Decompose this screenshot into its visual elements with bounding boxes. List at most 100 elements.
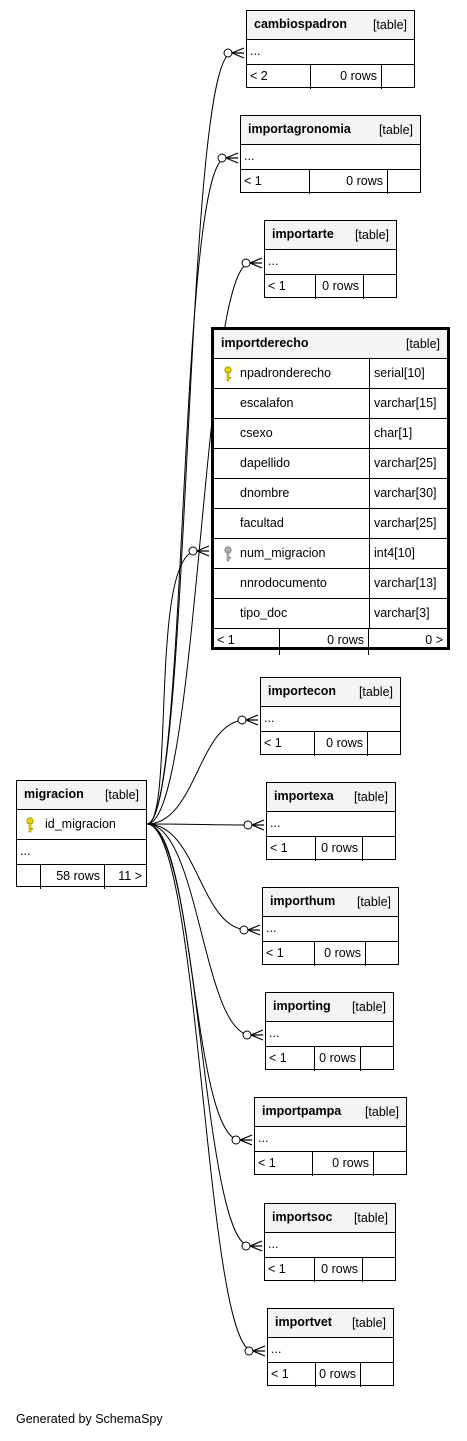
column-row-npadronderecho[interactable]: npadronderecho serial[10] [214,359,447,389]
table-name[interactable]: importagronomia [248,122,351,136]
more-columns: ... [241,145,420,170]
optional-marker-importsoc [241,1241,251,1251]
footer-parents-cell[interactable]: < 1 [255,1152,313,1176]
table-name[interactable]: importing [273,999,331,1013]
table-name[interactable]: importarte [272,227,334,241]
table-name[interactable]: migracion [24,787,84,801]
parents-count: < 1 [244,174,262,188]
footer-parents-cell[interactable]: < 1 [265,275,316,299]
row-count: 0 rows [332,1156,369,1170]
column-row-dnombre[interactable]: dnombre varchar[30] [214,479,447,509]
optional-marker-importhum [239,925,249,935]
table-header: importing [table] [266,993,393,1022]
column-type: varchar[15] [369,389,449,418]
relationship-line-importing [146,823,252,1036]
table-importderecho[interactable]: importderecho [table] npadronderecho seri… [211,327,450,655]
table-footer: < 1 0 rows [263,942,398,966]
optional-marker-importpampa [231,1135,241,1145]
table-kind: [table] [353,790,388,804]
row-count: 0 rows [340,69,377,83]
table-kind: [table] [353,1211,388,1225]
column-type: serial[10] [369,359,449,388]
column-name: dapellido [240,456,291,470]
column-name: npadronderecho [240,366,332,380]
column-name: escalafon [240,396,294,410]
footer-parents-cell[interactable]: < 1 [268,1363,316,1387]
ellipsis-text: ... [250,44,261,58]
table-name[interactable]: importecon [268,684,337,698]
footer-children-cell [366,942,398,966]
footer-parents-cell[interactable]: < 1 [266,1047,315,1071]
table-migracion[interactable]: migracion [table] id_migracion ... 58 ro… [16,780,147,889]
table-name[interactable]: importexa [274,789,334,803]
table-header: importarte[table] [265,221,396,250]
many-marker-importsoc [249,1240,263,1252]
many-marker-importing [250,1029,264,1041]
footer-parents-cell[interactable]: < 1 [265,1258,315,1282]
row-count: 0 rows [322,279,359,293]
footer-parents-cell[interactable]: < 1 [214,629,280,655]
table-kind: [table] [104,788,139,802]
optional-marker-cambiospadron [223,48,233,58]
table-name[interactable]: cambiospadron [254,17,348,31]
more-columns: ... [268,1338,393,1363]
footer-parents-cell[interactable]: < 1 [241,170,310,194]
row-count: 0 rows [319,1051,356,1065]
ellipsis-text: ... [264,711,275,725]
table-header: importecon[table] [261,678,400,707]
column-name: dnombre [240,486,290,500]
footer-parents-cell[interactable]: < 1 [263,942,315,966]
ellipsis-text: ... [266,921,277,935]
relationship-line-importvet [146,823,254,1352]
column-type: varchar[30] [369,479,449,508]
table-kind: [table] [405,337,440,351]
column-row-escalafon[interactable]: escalafon varchar[15] [214,389,447,419]
table-name[interactable]: importvet [275,1315,332,1329]
footer-rows-cell: 0 rows [315,942,366,966]
table-name[interactable]: importderecho [221,336,309,350]
row-count: 0 rows [321,841,358,855]
table-name[interactable]: importpampa [262,1104,342,1118]
footer-rows-cell: 0 rows [316,837,363,861]
many-marker-importecon [245,714,259,726]
table-name[interactable]: importsoc [272,1210,333,1224]
footer-parents-cell[interactable]: < 1 [267,837,316,861]
parents-count: < 1 [266,946,284,960]
column-row-id-migracion[interactable]: id_migracion [17,810,146,840]
footer-parents-cell[interactable]: < 2 [247,65,311,89]
footer-parents-cell [17,865,41,889]
more-columns: ... [263,917,398,942]
footer-rows-cell: 0 rows [316,1363,361,1387]
parents-count: < 1 [268,279,286,293]
footer-children-cell [382,65,414,89]
table-kind: [table] [351,1000,386,1014]
footer-rows-cell: 0 rows [316,275,364,299]
footer-children-cell [364,275,396,299]
footer-parents-cell[interactable]: < 1 [261,732,315,756]
ellipsis-text: ... [271,1342,282,1356]
footer-rows-cell: 58 rows [41,865,105,889]
footer-children-cell[interactable]: 0 > [369,629,447,655]
table-footer: < 1 0 rows [255,1152,406,1176]
footer-children-cell[interactable]: 11 > [105,865,146,889]
more-columns: ... [261,707,400,732]
table-importexa[interactable]: importexa [table]...< 1 0 rows [266,782,396,861]
table-name[interactable]: importhum [270,894,336,908]
more-columns: ... [267,812,395,837]
